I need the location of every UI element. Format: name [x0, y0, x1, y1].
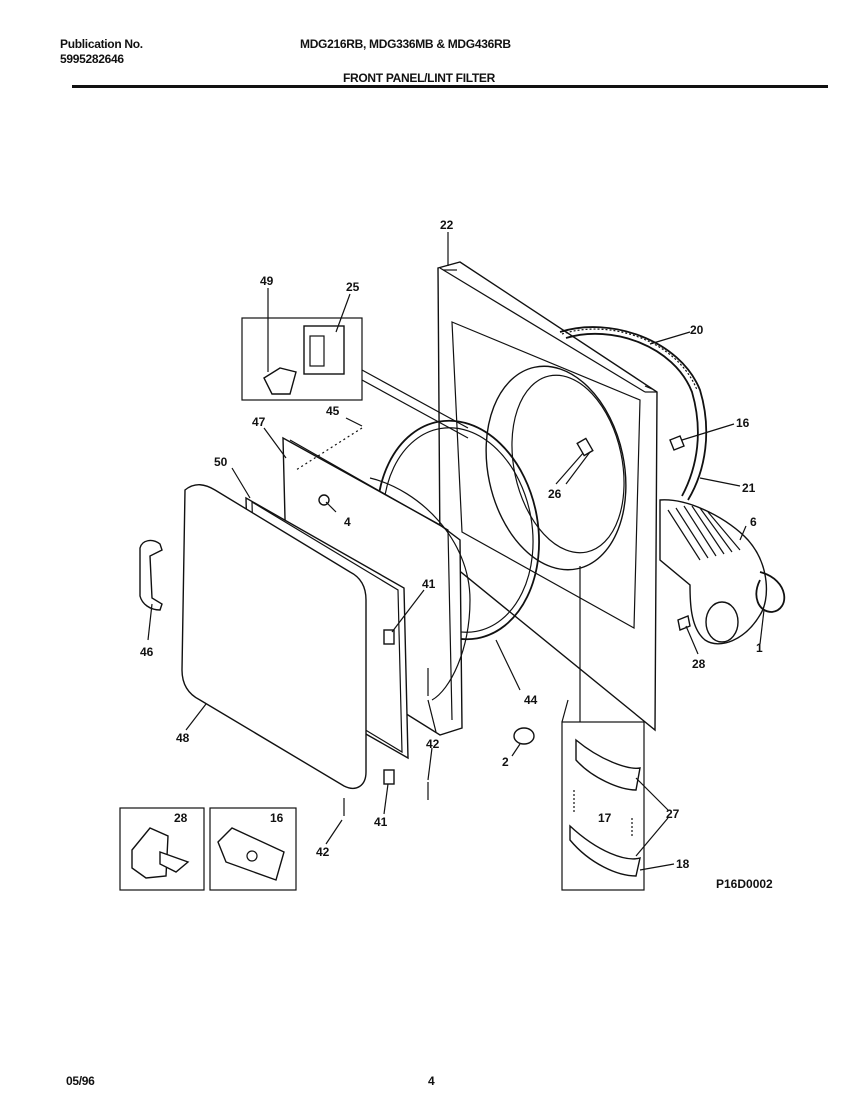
outer-door: [181, 484, 367, 790]
callout-2: 2: [502, 755, 509, 769]
callout-45: 45: [326, 404, 340, 418]
door-opening-ring: [485, 365, 627, 571]
callout-leader-lines: [147, 232, 765, 871]
callout-16-inset: 16: [270, 811, 284, 825]
model-numbers: MDG216RB, MDG336MB & MDG436RB: [300, 37, 511, 51]
callout-44: 44: [524, 693, 538, 707]
callout-46: 46: [140, 645, 154, 659]
callout-4: 4: [344, 515, 351, 529]
callout-26: 26: [548, 487, 562, 501]
callout-6: 6: [750, 515, 757, 529]
callout-42-lower: 42: [316, 845, 330, 859]
publication-number: 5995282646: [60, 52, 124, 66]
header-rule: [72, 85, 828, 88]
callout-20: 20: [690, 323, 704, 337]
footer-date: 05/96: [66, 1074, 95, 1088]
callout-16: 16: [736, 416, 750, 430]
callout-41: 41: [422, 577, 436, 591]
callout-1: 1: [756, 641, 763, 655]
callout-21: 21: [742, 481, 756, 495]
callout-41-lower: 41: [374, 815, 388, 829]
callout-42: 42: [426, 737, 440, 751]
callout-17: 17: [598, 811, 612, 825]
section-title: FRONT PANEL/LINT FILTER: [343, 71, 495, 85]
drum-seal-ring: [559, 326, 708, 501]
callout-28: 28: [692, 657, 706, 671]
page-number: 4: [428, 1074, 435, 1088]
figure-code: P16D0002: [716, 877, 773, 891]
callout-22: 22: [440, 218, 454, 232]
callout-18: 18: [676, 857, 690, 871]
part-16-inset-box: [209, 807, 297, 891]
callout-50: 50: [214, 455, 228, 469]
callout-49: 49: [260, 274, 274, 288]
small-hardware: [295, 427, 691, 816]
part-28-inset-box: [119, 807, 205, 891]
callout-47: 47: [252, 415, 266, 429]
lint-filter-housing: [659, 499, 786, 645]
callout-27: 27: [666, 807, 680, 821]
callout-25: 25: [346, 280, 360, 294]
door-handle: [139, 539, 163, 611]
callout-48: 48: [176, 731, 190, 745]
callout-28-inset: 28: [174, 811, 188, 825]
filter-retainer-inset-box: [561, 566, 645, 891]
publication-label: Publication No.: [60, 37, 143, 51]
latch-inset-box: [241, 317, 469, 439]
